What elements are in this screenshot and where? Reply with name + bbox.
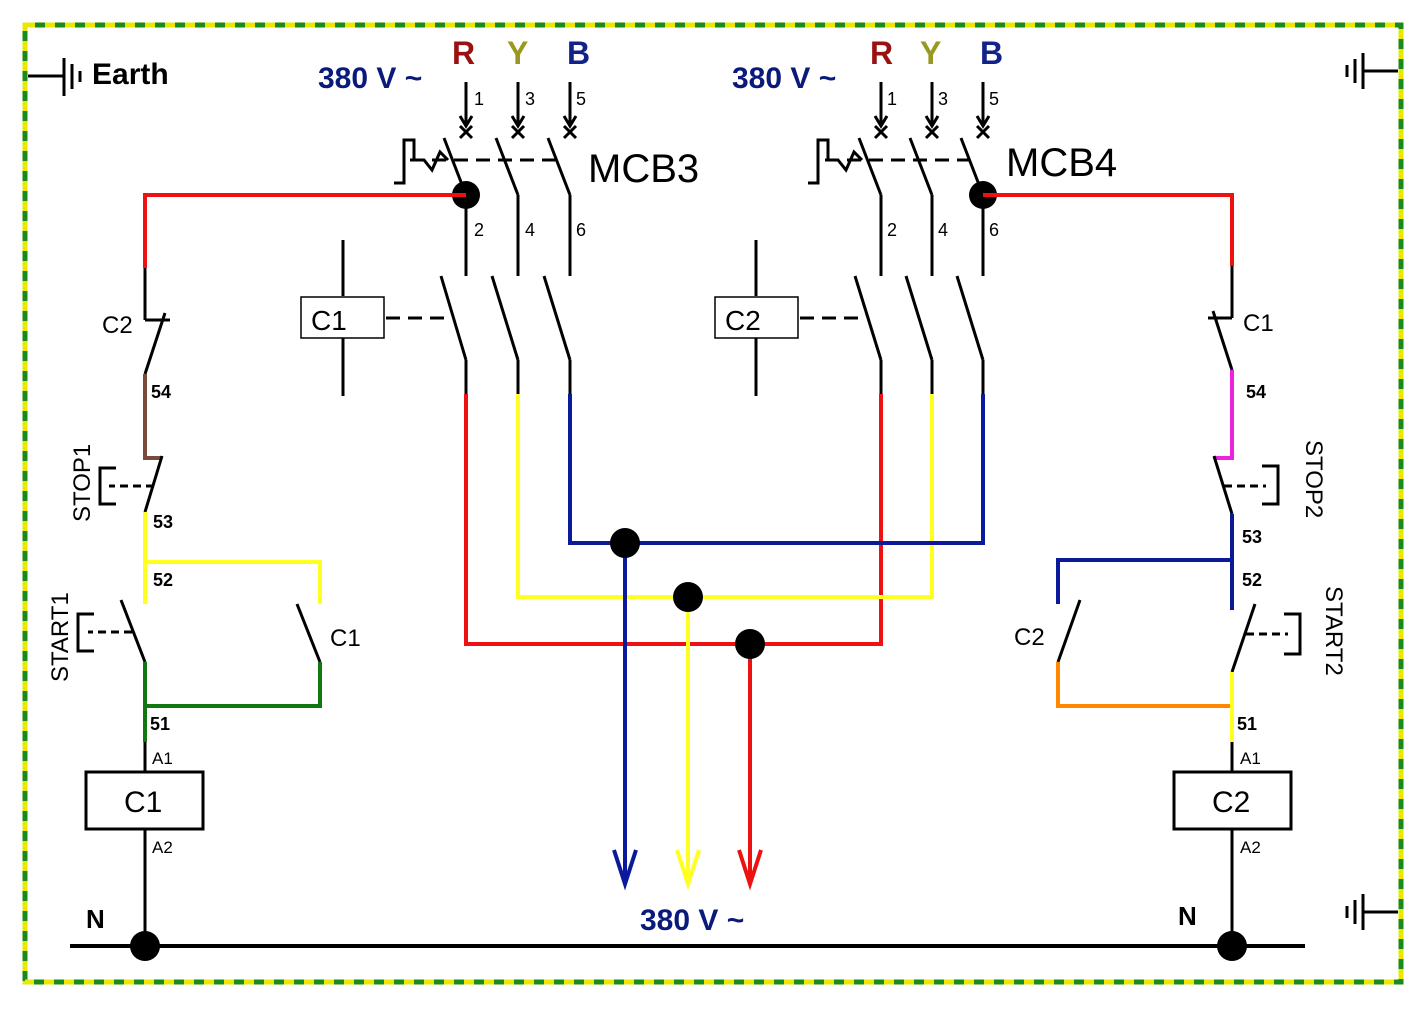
mcb3-breaker (394, 82, 578, 276)
right-coil-label: C2 (1212, 786, 1250, 819)
left-coil-a1: A1 (152, 749, 173, 768)
mcb3-terminal-3: 3 (525, 89, 535, 109)
right-phase-r: R (870, 35, 893, 71)
mcb4-label: MCB4 (1006, 141, 1117, 185)
output-voltage: 380 V ~ (640, 904, 744, 937)
left-hold-contact (295, 603, 322, 663)
right-neutral-dot (1217, 931, 1247, 961)
mcb4-terminal-3: 3 (938, 89, 948, 109)
output-yellow-wire (516, 394, 934, 882)
right-magenta-wire (1214, 370, 1234, 460)
left-phase-y: Y (507, 35, 528, 71)
output-blue-wire (568, 394, 985, 882)
left-coil-label: C1 (124, 786, 162, 819)
right-start-button (1230, 603, 1302, 673)
mcb3-label: MCB3 (588, 147, 699, 191)
right-start-label: START2 (1320, 586, 1347, 676)
left-node-51: 51 (150, 714, 170, 734)
diagram-frame (22, 22, 1404, 985)
right-neutral-label: N (1178, 901, 1197, 931)
c2-main-contactor-label: C2 (725, 305, 761, 336)
output-red-junction (735, 629, 765, 659)
mcb3-terminal-2: 2 (474, 220, 484, 240)
mcb4-terminal-5: 5 (989, 89, 999, 109)
output-yellow-arrow-icon (675, 849, 701, 891)
right-stop-label: STOP2 (1300, 440, 1327, 518)
left-phase-b: B (567, 35, 590, 71)
left-hold-label: C1 (330, 625, 361, 652)
c1-main-contactor-label: C1 (311, 305, 347, 336)
left-node-52: 52 (153, 570, 173, 590)
output-red-arrow-icon (737, 849, 763, 891)
right-coil-a1: A1 (1240, 749, 1261, 768)
c1-main-contactor (300, 240, 572, 396)
earth-icon-bottom-right (1345, 894, 1398, 930)
mcb3-terminal-1: 1 (474, 89, 484, 109)
output-blue-junction (610, 528, 640, 558)
mcb4-terminal-6: 6 (989, 220, 999, 240)
earth-icon-top-right (1345, 53, 1398, 89)
left-start-button (76, 599, 147, 663)
left-start-label: START1 (47, 592, 74, 682)
right-phase-b: B (980, 35, 1003, 71)
left-node-53: 53 (153, 512, 173, 532)
left-neutral-dot (130, 931, 160, 961)
right-blue-wire (1056, 514, 1234, 610)
right-red-supply-wire (983, 193, 1234, 266)
left-interlock-label: C2 (102, 312, 133, 339)
right-node-52: 52 (1242, 570, 1262, 590)
left-neutral-label: N (86, 904, 105, 934)
right-interlock-contact (1208, 266, 1234, 371)
mcb4-terminal-2: 2 (887, 220, 897, 240)
right-node-51: 51 (1237, 714, 1257, 734)
earth-icon-top-left (28, 58, 82, 96)
right-stop-button (1212, 455, 1280, 515)
output-blue-arrow-icon (612, 849, 638, 891)
left-phase-r: R (452, 35, 475, 71)
left-stop-button (98, 455, 164, 513)
right-hold-label: C2 (1014, 624, 1045, 651)
right-orange-wire (1056, 662, 1232, 708)
right-hold-contact (1056, 599, 1082, 663)
mcb4-breaker (808, 82, 991, 276)
output-yellow-junction (673, 582, 703, 612)
left-stop-label: STOP1 (69, 444, 96, 522)
left-supply-voltage: 380 V ~ (318, 62, 422, 95)
output-red-wire (464, 394, 883, 882)
left-yellow-wire (143, 512, 322, 604)
left-node-54: 54 (151, 382, 171, 402)
mcb3-terminal-5: 5 (576, 89, 586, 109)
right-coil-a2: A2 (1240, 838, 1261, 857)
mcb3-terminal-6: 6 (576, 220, 586, 240)
mcb4-terminal-4: 4 (938, 220, 948, 240)
earth-label: Earth (92, 58, 169, 91)
left-coil-a2: A2 (152, 838, 173, 857)
left-interlock-contact (143, 268, 170, 375)
c2-main-contactor (714, 240, 985, 396)
right-node-54: 54 (1246, 382, 1266, 402)
mcb4-terminal-1: 1 (887, 89, 897, 109)
right-node-53: 53 (1242, 527, 1262, 547)
right-interlock-label: C1 (1243, 310, 1274, 337)
right-supply-voltage: 380 V ~ (732, 62, 836, 95)
mcb3-terminal-4: 4 (525, 220, 535, 240)
left-green-wire (143, 662, 322, 742)
left-red-supply-wire (143, 193, 466, 268)
right-phase-y: Y (920, 35, 941, 71)
